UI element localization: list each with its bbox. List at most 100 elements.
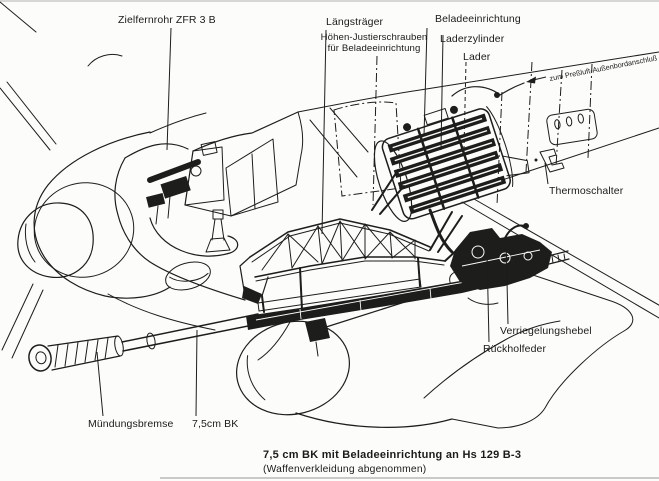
brake-hatching: [54, 337, 109, 368]
locking-lever-knob: [523, 223, 529, 229]
leader-beladeeinrichtung: [423, 27, 428, 137]
breech-block: [450, 228, 552, 290]
thermo-switch: [539, 148, 565, 173]
canopy-rear-edge: [295, 111, 304, 186]
label-lader: Lader: [463, 51, 491, 63]
label-hoehen-line2: für Beladeeinrichtung: [328, 43, 421, 54]
fuselage-panel-edge: [329, 107, 369, 153]
leader-bk75: [195, 329, 198, 417]
recoil-cylinder: [257, 278, 422, 312]
canopy-top-edge: [192, 111, 299, 152]
sight-mount: [146, 192, 166, 208]
thermo-switch-dot: [534, 158, 538, 162]
label-hoehen-line1: Höhen-Justierschrauben: [321, 32, 428, 43]
cowl-flap: [467, 297, 499, 305]
gun-receiver: [246, 223, 570, 361]
gun-barrel-assembly: [28, 313, 259, 372]
spring-coils: [545, 253, 566, 265]
station-line: [587, 63, 593, 159]
label-bk75: 7,5cm BK: [192, 418, 238, 430]
canopy-bottom-rail: [184, 184, 297, 217]
label-laderzylinder: Laderzylinder: [440, 33, 505, 45]
receiver-highlights: [255, 271, 521, 321]
propeller-blade-lower: [1, 283, 44, 359]
fuselage-spine: [297, 51, 659, 113]
charging-handle-stand: [205, 209, 231, 253]
wing-fillet-line: [423, 320, 561, 399]
grab-loop: [149, 217, 239, 257]
barrel: [121, 313, 259, 352]
drum-front-frame: [371, 169, 405, 215]
truss-bottom-chord-inner: [255, 260, 445, 282]
cowl-ring: [33, 182, 135, 278]
return-spring-rod: [539, 250, 570, 267]
fuselage-panel-edge: [309, 119, 358, 178]
loader-drum: [373, 105, 530, 222]
leader-lines: [96, 27, 549, 417]
cockpit-canopy: [184, 101, 402, 217]
barrel-collar: [146, 332, 156, 350]
truss-top-chord: [249, 218, 431, 258]
wing-trailing-edge: [473, 198, 659, 306]
receiver-body: [246, 264, 534, 330]
pressluft-arrowhead: [526, 76, 536, 84]
canopy-side-glazing: [225, 138, 279, 217]
label-muendungsbremse: Mündungsbremse: [88, 418, 174, 430]
port-nacelle-outline: [33, 131, 171, 299]
rear-fuselage-fittings: [451, 82, 598, 173]
windscreen-panel: [184, 146, 225, 206]
label-rueckholfeder: Rückholfeder: [483, 343, 546, 355]
nacelle-bottom-line: [295, 412, 453, 428]
muzzle-brake: [28, 344, 52, 372]
windscreen-front-edge: [184, 150, 194, 206]
leader-rueckholfeder: [486, 251, 490, 343]
labels: Zielfernrohr ZFR 3 B Längsträger Höhen-J…: [88, 13, 658, 430]
air-fitting: [494, 92, 500, 98]
station-line: [525, 61, 533, 173]
air-hose: [451, 82, 525, 97]
breech-detail: [471, 245, 485, 259]
label-beladeeinrichtung: Beladeeinrichtung: [435, 13, 521, 25]
leader-hoehen-justierschrauben: [372, 55, 378, 206]
label-laengstraeger: Längsträger: [326, 16, 384, 28]
sight-telescope-tube: [147, 159, 201, 183]
canopy-frame: [251, 153, 256, 210]
leader-zielfernrohr: [166, 27, 172, 151]
brake-body: [47, 335, 121, 371]
caption-line2: (Waffenverkleidung abgenommen): [263, 464, 426, 475]
feed-chute: [428, 208, 454, 254]
starboard-cowl-front: [235, 320, 351, 416]
sight-head-box: [200, 141, 218, 156]
gunsight-zfr3b: [146, 159, 239, 257]
caption-line1: 7,5 cm BK mit Beladeeinrichtung an Hs 12…: [263, 449, 521, 461]
propeller-blade-upper: [0, 81, 57, 151]
truss-bottom-chord: [254, 256, 446, 278]
label-thermoschalter: Thermoschalter: [549, 185, 624, 197]
drum-knob: [449, 105, 458, 114]
loader-cylinders: [387, 113, 507, 215]
label-zielfernrohr: Zielfernrohr ZFR 3 B: [118, 14, 216, 26]
propeller-spinner: [17, 202, 94, 278]
brake-end-ring: [114, 335, 124, 357]
breech-detail: [523, 251, 533, 261]
drum-straps: [416, 116, 480, 210]
leader-thermoschalter: [544, 162, 549, 185]
undergun-lines: [257, 321, 319, 361]
leader-lader: [463, 61, 467, 149]
nose-deck: [124, 143, 189, 159]
nose-lower-line: [107, 293, 216, 331]
leader-laderzylinder: [440, 34, 444, 151]
leader-muendungsbremse: [96, 351, 104, 417]
truss-verticals: [287, 220, 416, 269]
truss-diagonals-reverse: [287, 220, 416, 263]
drum-feed-cone: [502, 155, 530, 177]
wing-trailing-edge: [461, 201, 659, 319]
port-nacelle: [0, 81, 171, 359]
station-line: [555, 69, 563, 167]
truss-diagonals: [261, 220, 416, 271]
gun-mount-truss: [239, 211, 473, 313]
wing-leading-edge: [149, 112, 207, 134]
airframe: [0, 1, 659, 331]
